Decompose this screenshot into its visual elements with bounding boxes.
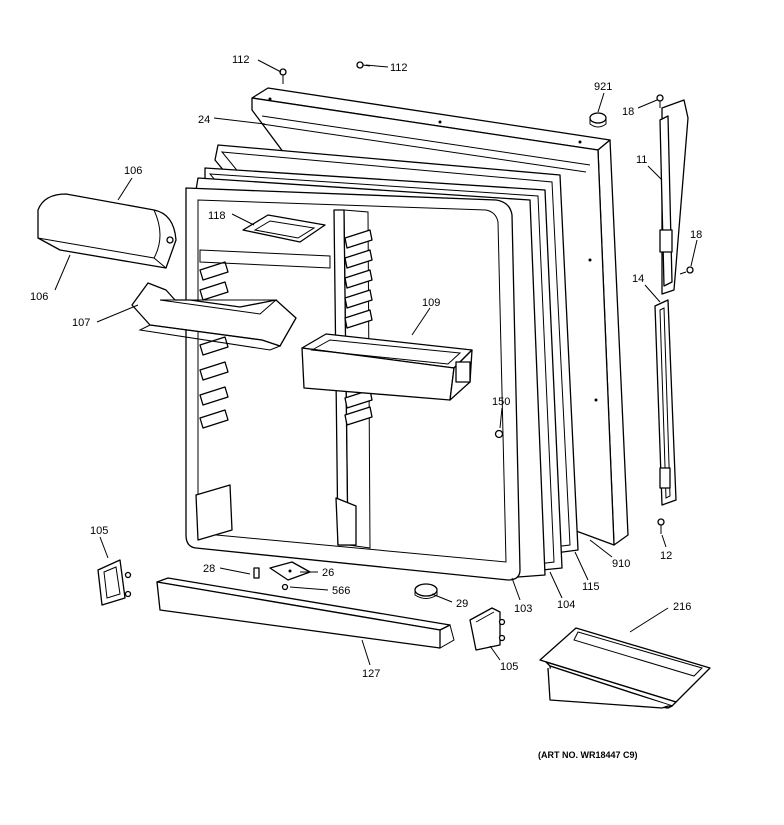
label-216: 216 — [673, 601, 691, 613]
label-107: 107 — [72, 317, 90, 329]
part-29-cap — [414, 583, 438, 599]
label-112-right: 112 — [390, 62, 408, 74]
part-921-plug — [589, 112, 607, 128]
label-566: 566 — [332, 585, 350, 597]
part-11-hinge — [659, 99, 689, 295]
part-18-screw-top — [656, 94, 664, 108]
part-106-dairy-cover — [37, 193, 177, 269]
label-18-top: 18 — [622, 106, 634, 118]
part-109-shelf-bin — [301, 333, 473, 401]
label-106-top: 106 — [124, 165, 142, 177]
part-105-bracket-left — [97, 559, 132, 606]
label-29: 29 — [456, 598, 468, 610]
label-106-bottom: 106 — [30, 291, 48, 303]
part-118-tray — [242, 214, 326, 243]
label-115: 115 — [582, 581, 600, 593]
right-shelf-ribs — [344, 229, 373, 426]
label-12: 12 — [660, 550, 672, 562]
part-28-pin — [253, 567, 260, 579]
part-112-screw-left — [279, 68, 287, 84]
label-109: 109 — [422, 297, 440, 309]
left-shelf-ribs — [199, 261, 229, 429]
label-103: 103 — [514, 603, 532, 615]
label-104: 104 — [557, 599, 575, 611]
part-150-clip — [494, 429, 504, 439]
art-number: (ART NO. WR18447 C9) — [538, 750, 638, 760]
label-112-left: 112 — [232, 54, 250, 66]
part-127-kick-plate — [156, 577, 455, 649]
part-216-bin — [539, 627, 711, 709]
label-105-left: 105 — [90, 525, 108, 537]
part-14-trim-strip — [654, 299, 677, 506]
part-18-screw-side — [679, 266, 694, 275]
label-26: 26 — [322, 567, 334, 579]
part-107-dairy-bin — [131, 282, 297, 351]
leader-lines — [54, 59, 698, 666]
label-14: 14 — [632, 273, 644, 285]
label-921: 921 — [594, 81, 612, 93]
label-18-side: 18 — [690, 229, 702, 241]
part-112-screw-right — [356, 61, 371, 69]
label-105-right: 105 — [500, 661, 518, 673]
part-26-plate — [269, 561, 311, 581]
label-11: 11 — [636, 154, 647, 166]
part-105-bracket-right — [469, 607, 506, 651]
part-labels: 112 112 921 18 24 11 106 106 118 18 14 1… — [30, 54, 702, 680]
label-910: 910 — [612, 558, 630, 570]
label-118: 118 — [208, 210, 226, 222]
label-150: 150 — [492, 396, 510, 408]
label-28: 28 — [203, 563, 215, 575]
label-127: 127 — [362, 668, 380, 680]
label-24: 24 — [198, 114, 210, 126]
part-566-screw — [281, 583, 289, 591]
part-12-screw — [657, 518, 665, 534]
